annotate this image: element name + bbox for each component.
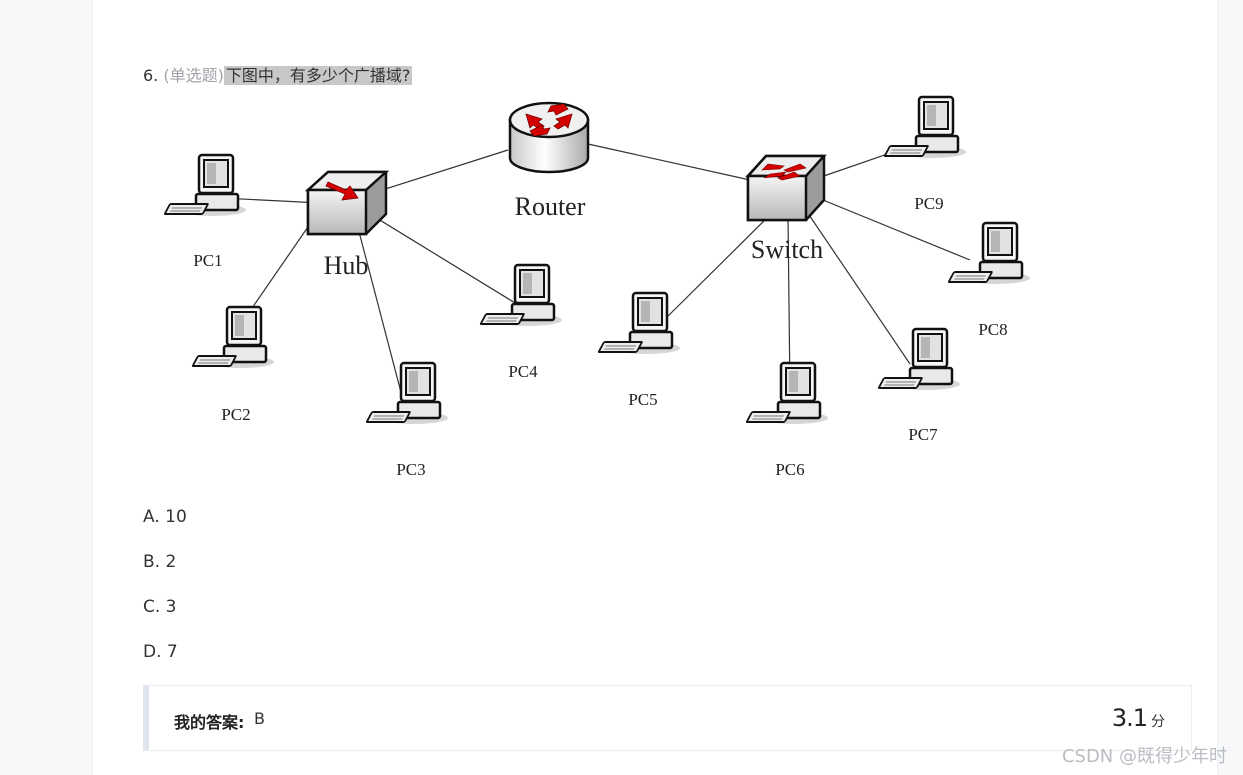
hub-icon [304, 170, 390, 236]
pc1-icon [163, 153, 248, 218]
my-answer-label: 我的答案: [174, 713, 245, 732]
watermark: CSDN @既得少年时 [1061, 746, 1227, 767]
network-diagram: Router Hub Switch PC1 PC2 PC3 PC4 PC5 PC… [163, 95, 1032, 479]
option-b[interactable]: B. 2 [143, 552, 177, 572]
pc9-icon [883, 95, 968, 160]
hub-label: Hub [324, 251, 369, 280]
pc2-icon [191, 305, 276, 370]
question-card [92, 0, 1218, 775]
question-type: (单选题) [163, 66, 224, 85]
pc4-icon [479, 263, 564, 328]
pc1-label: PC1 [193, 251, 222, 270]
pc3-label: PC3 [396, 460, 425, 479]
pc6-icon [745, 361, 830, 426]
switch-icon [745, 154, 827, 222]
pc3-icon [365, 361, 450, 426]
pc4-label: PC4 [508, 362, 538, 381]
router-icon [508, 101, 590, 174]
option-d[interactable]: D. 7 [143, 642, 178, 662]
pc8-label: PC8 [978, 320, 1007, 339]
pc9-label: PC9 [914, 194, 943, 213]
pc5-icon [597, 291, 682, 356]
pc7-label: PC7 [908, 425, 938, 444]
pc6-label: PC6 [775, 460, 804, 479]
pc2-label: PC2 [221, 405, 250, 424]
option-c[interactable]: C. 3 [143, 597, 177, 617]
pc5-label: PC5 [628, 390, 657, 409]
my-answer-value: B [254, 709, 265, 728]
question-text: 下图中，有多少个广播域? [223, 66, 413, 85]
score-value: 3.1 [1111, 704, 1148, 732]
pc7-icon [877, 327, 962, 392]
switch-label: Switch [751, 235, 823, 264]
score-unit: 分 [1151, 714, 1165, 730]
question-number: 6. [143, 66, 159, 85]
pc8-icon [947, 221, 1032, 286]
router-label: Router [515, 192, 586, 221]
question-stem: 6. (单选题)下图中，有多少个广播域? [143, 64, 413, 88]
option-a[interactable]: A. 10 [143, 507, 187, 527]
